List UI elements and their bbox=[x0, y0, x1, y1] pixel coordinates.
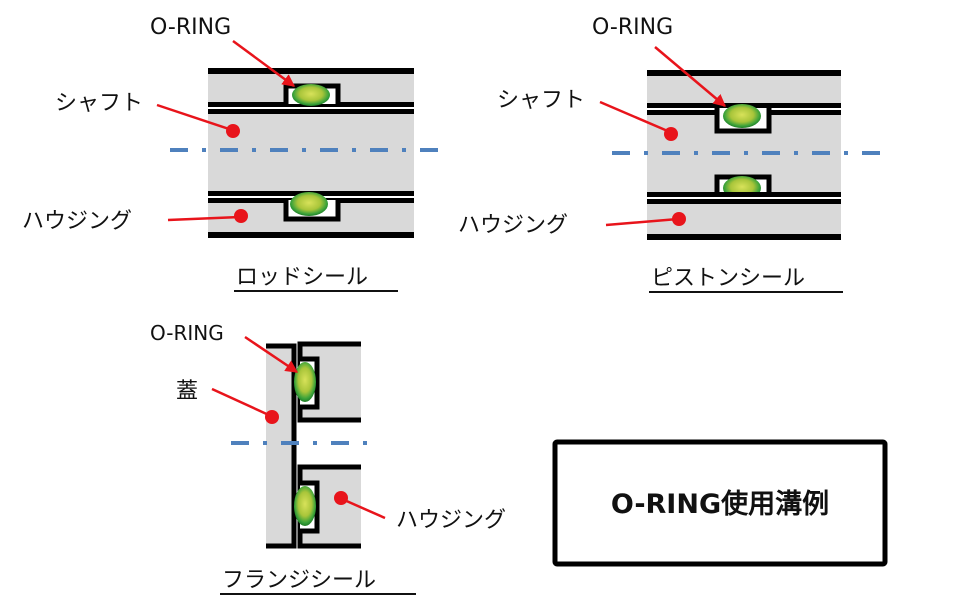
housing-marker bbox=[672, 212, 686, 226]
rod-seal-housing-bottom-line bbox=[208, 232, 414, 238]
housing-label: ハウジング bbox=[458, 213, 568, 238]
lid-body bbox=[266, 344, 294, 548]
housing-leader bbox=[605, 217, 679, 227]
rod-seal-gap bbox=[208, 107, 414, 109]
oring-leader-arrow bbox=[244, 335, 299, 374]
piston-seal-gap bbox=[647, 197, 841, 199]
piston-seal-caption: ピストンシール bbox=[651, 266, 805, 291]
oring-icon bbox=[294, 362, 316, 402]
oring-leader-arrow bbox=[232, 39, 296, 88]
housing-label: ハウジング bbox=[396, 508, 506, 533]
shaft-label: シャフト bbox=[55, 91, 143, 116]
lid-label: 蓋 bbox=[176, 379, 198, 404]
piston-seal-gap-line-3 bbox=[647, 192, 841, 197]
shaft-marker bbox=[226, 124, 240, 138]
oring-icon bbox=[723, 104, 761, 128]
flange-seal-panel: O-RING 蓋 ハウジング フランジシール bbox=[150, 321, 506, 595]
shaft-marker bbox=[664, 127, 678, 141]
shaft-leader bbox=[599, 100, 671, 134]
piston-seal-panel: O-RING シャフト ハウジング ピストンシール bbox=[458, 15, 884, 293]
oring-icon bbox=[294, 486, 316, 526]
oring-icon bbox=[290, 192, 328, 216]
rod-seal-housing-top-line bbox=[208, 68, 414, 74]
shaft-label: シャフト bbox=[497, 88, 585, 113]
housing-leader bbox=[341, 497, 386, 520]
piston-seal-gap-line-4 bbox=[647, 199, 841, 204]
shaft-leader bbox=[156, 103, 233, 132]
title-box: O-RING使用溝例 bbox=[552, 439, 888, 567]
oring-label: O-RING bbox=[592, 15, 673, 40]
housing-marker bbox=[334, 491, 348, 505]
housing-leader bbox=[167, 215, 241, 222]
lid-outline bbox=[266, 343, 297, 549]
rod-seal-gap-line-2 bbox=[208, 109, 414, 114]
piston-seal-housing-bottom-line bbox=[647, 234, 841, 240]
lid-leader bbox=[211, 387, 272, 418]
rod-seal-panel: O-RING シャフト ハウジング ロッドシール bbox=[22, 15, 452, 292]
oring-label: O-RING bbox=[150, 15, 231, 40]
title-box-frame bbox=[552, 439, 888, 567]
oring-label: O-RING bbox=[150, 321, 224, 345]
oring-icon bbox=[292, 84, 330, 106]
piston-seal-housing-top-line bbox=[647, 70, 841, 76]
oring-leader-arrow bbox=[654, 46, 726, 107]
flange-seal-caption: フランジシール bbox=[222, 568, 376, 593]
housing-label: ハウジング bbox=[22, 209, 132, 234]
lid-marker bbox=[265, 410, 279, 424]
diagram-title: O-RING使用溝例 bbox=[611, 489, 829, 520]
rod-seal-caption: ロッドシール bbox=[236, 265, 368, 290]
housing-marker bbox=[234, 209, 248, 223]
